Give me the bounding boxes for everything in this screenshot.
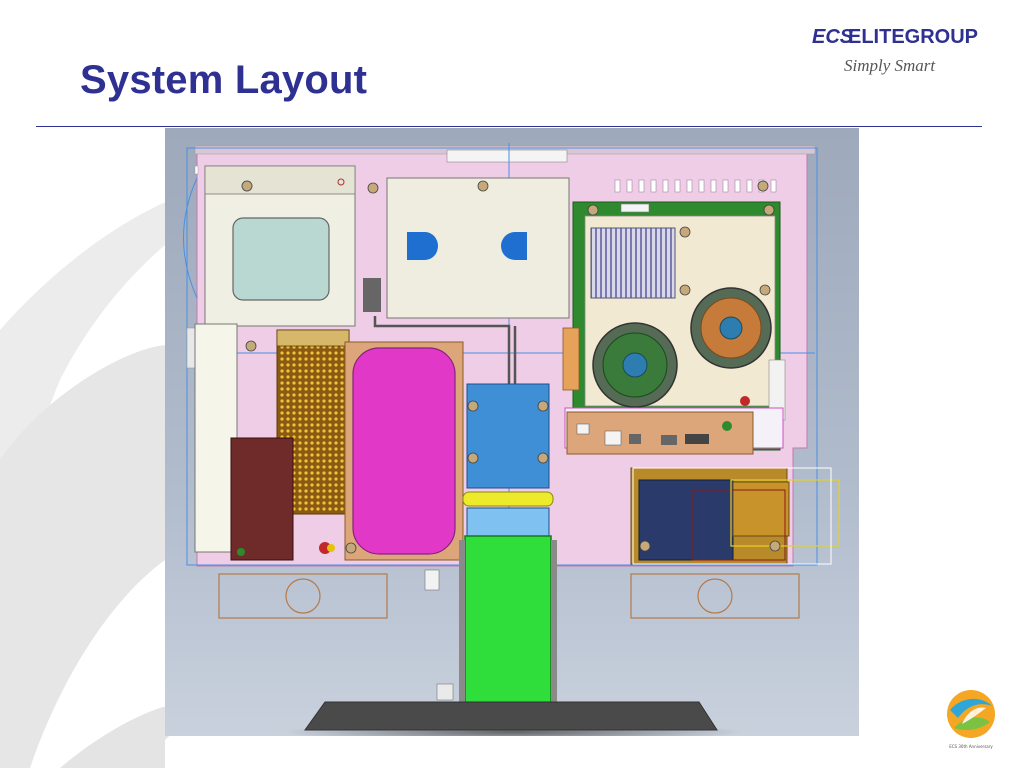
io-board xyxy=(566,396,754,455)
storage-module xyxy=(363,177,570,319)
title-divider xyxy=(36,126,982,127)
stand-base xyxy=(283,701,743,736)
right-speaker xyxy=(630,573,800,619)
ecs-logo: ECS ELITEGROUP Simply Smart xyxy=(812,24,1002,80)
ecs-mark: ECS xyxy=(812,26,854,48)
rear-io-module xyxy=(630,467,840,565)
anniversary-emblem-icon xyxy=(947,690,995,738)
hinge-assembly xyxy=(462,383,554,539)
anniversary-logo: ECS 30th Anniversary xyxy=(938,684,1004,754)
left-speaker xyxy=(218,573,388,619)
anniversary-text: ECS 30th Anniversary xyxy=(949,744,993,749)
brand-name: ELITEGROUP xyxy=(848,26,979,48)
battery-pack xyxy=(344,341,464,561)
mounting-screws xyxy=(245,180,769,554)
left-expansion-board xyxy=(194,323,350,561)
optical-drive xyxy=(204,165,356,327)
slide-title: System Layout xyxy=(80,58,368,102)
system-layout-diagram xyxy=(165,128,859,736)
brand-tagline: Simply Smart xyxy=(844,56,936,75)
